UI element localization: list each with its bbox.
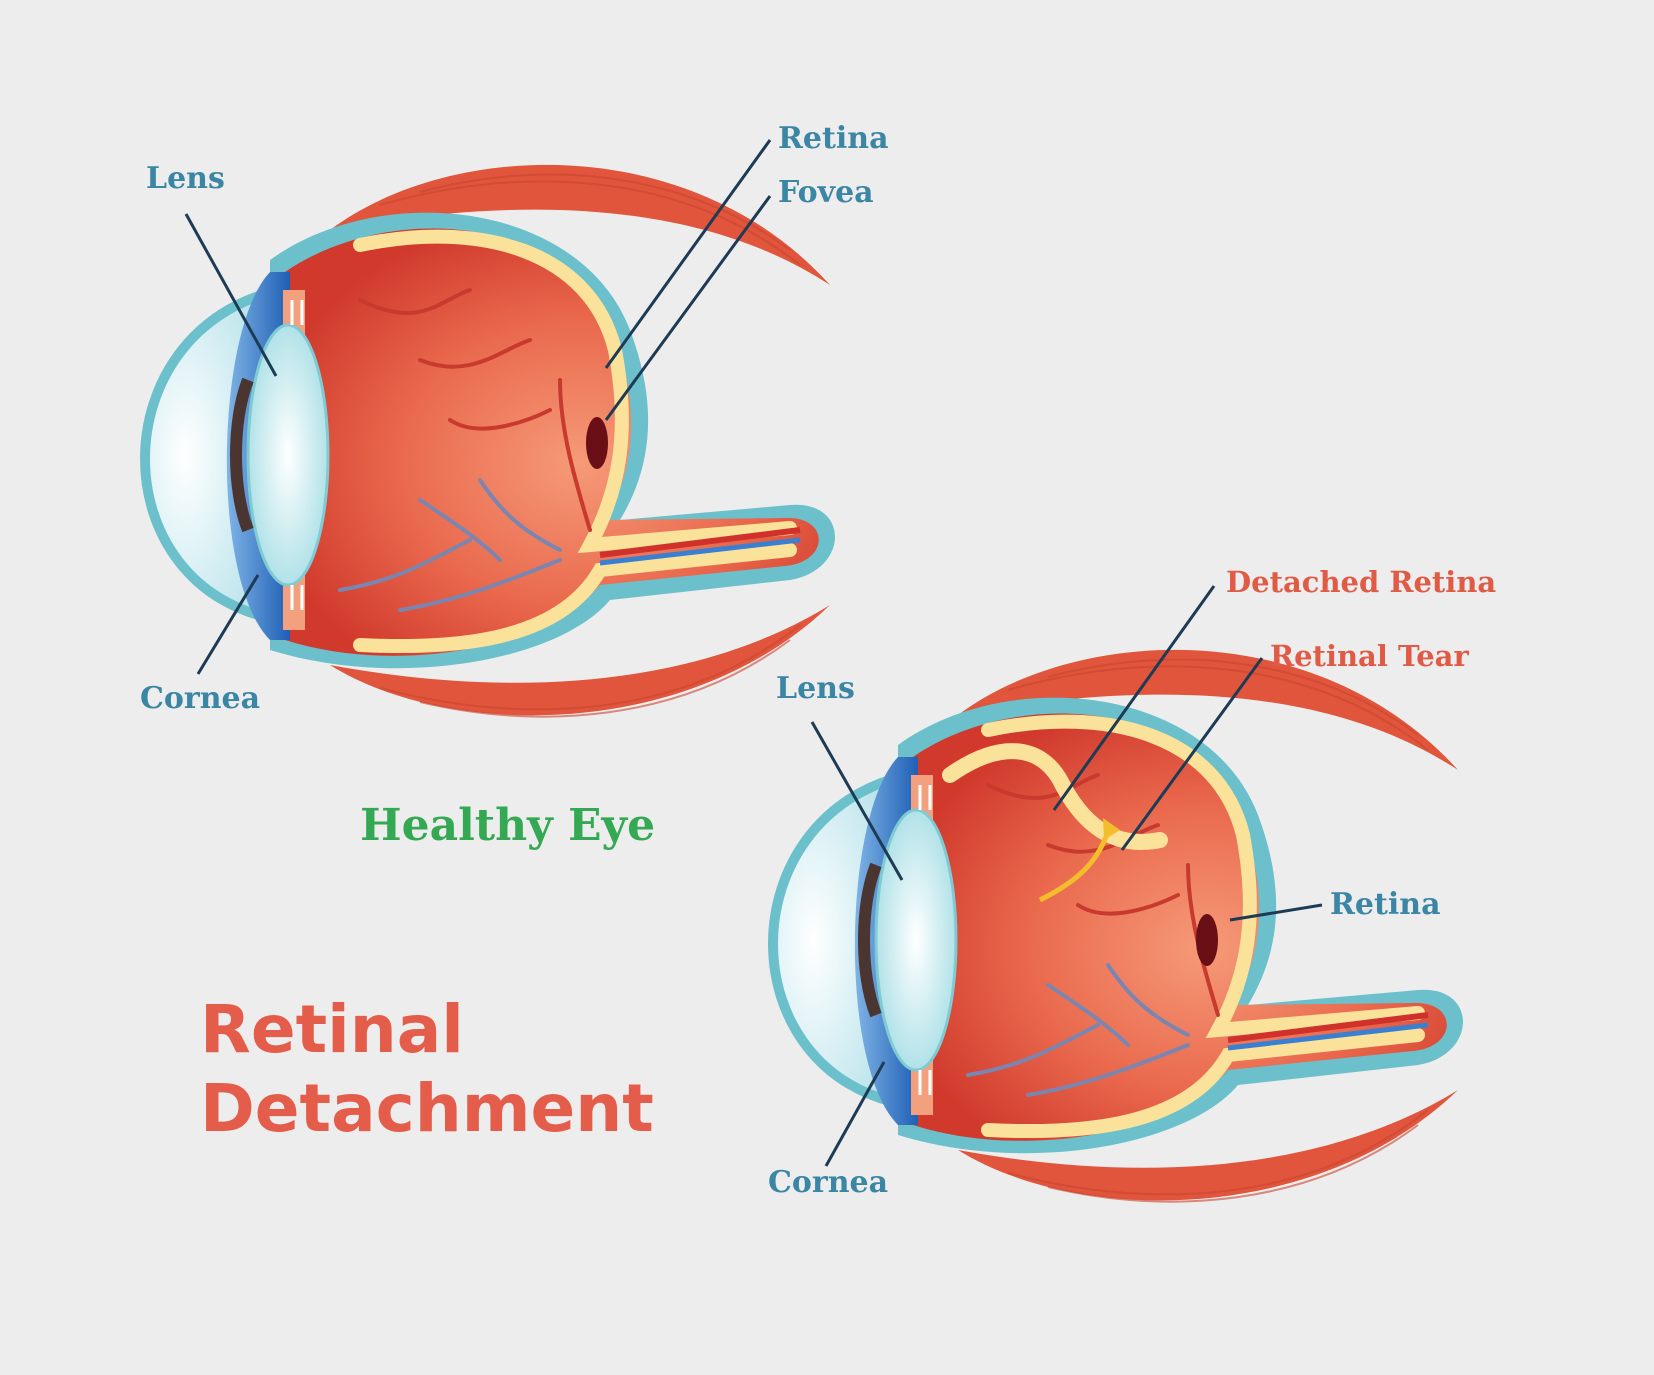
healthy-cornea-label: Cornea [140, 681, 261, 716]
detached-retina-leader [1052, 585, 1216, 811]
cornea-leader [196, 574, 260, 675]
detached-eye [773, 585, 1463, 1202]
detached-cornea-label: Cornea [768, 1165, 889, 1200]
healthy-lens-label: Lens [146, 161, 225, 196]
title-line-1: Retinal [200, 991, 464, 1068]
lens2-leader [810, 721, 904, 881]
tear-arrow [1103, 818, 1120, 840]
retinal-tear-label: Retinal Tear [1270, 639, 1469, 673]
fovea-dot [586, 417, 608, 469]
page-title: Retinal Detachment [200, 990, 654, 1148]
healthy-eye-caption: Healthy Eye [360, 800, 656, 851]
title-line-2: Detachment [200, 1070, 654, 1148]
detached-lens-label: Lens [776, 671, 855, 706]
healthy-eye [145, 139, 835, 717]
retinal-tear-leader [1120, 657, 1264, 851]
lens-leader [184, 213, 278, 377]
detached-retina-label: Detached Retina [1226, 565, 1497, 599]
healthy-retina-label: Retina [778, 121, 889, 156]
detached-retina-normal-label: Retina [1330, 887, 1441, 922]
fovea-leader [604, 195, 772, 421]
retina2-leader [1229, 903, 1323, 922]
retina-leader [604, 139, 772, 369]
cornea2-leader [824, 1061, 886, 1167]
healthy-fovea-label: Fovea [778, 175, 874, 210]
